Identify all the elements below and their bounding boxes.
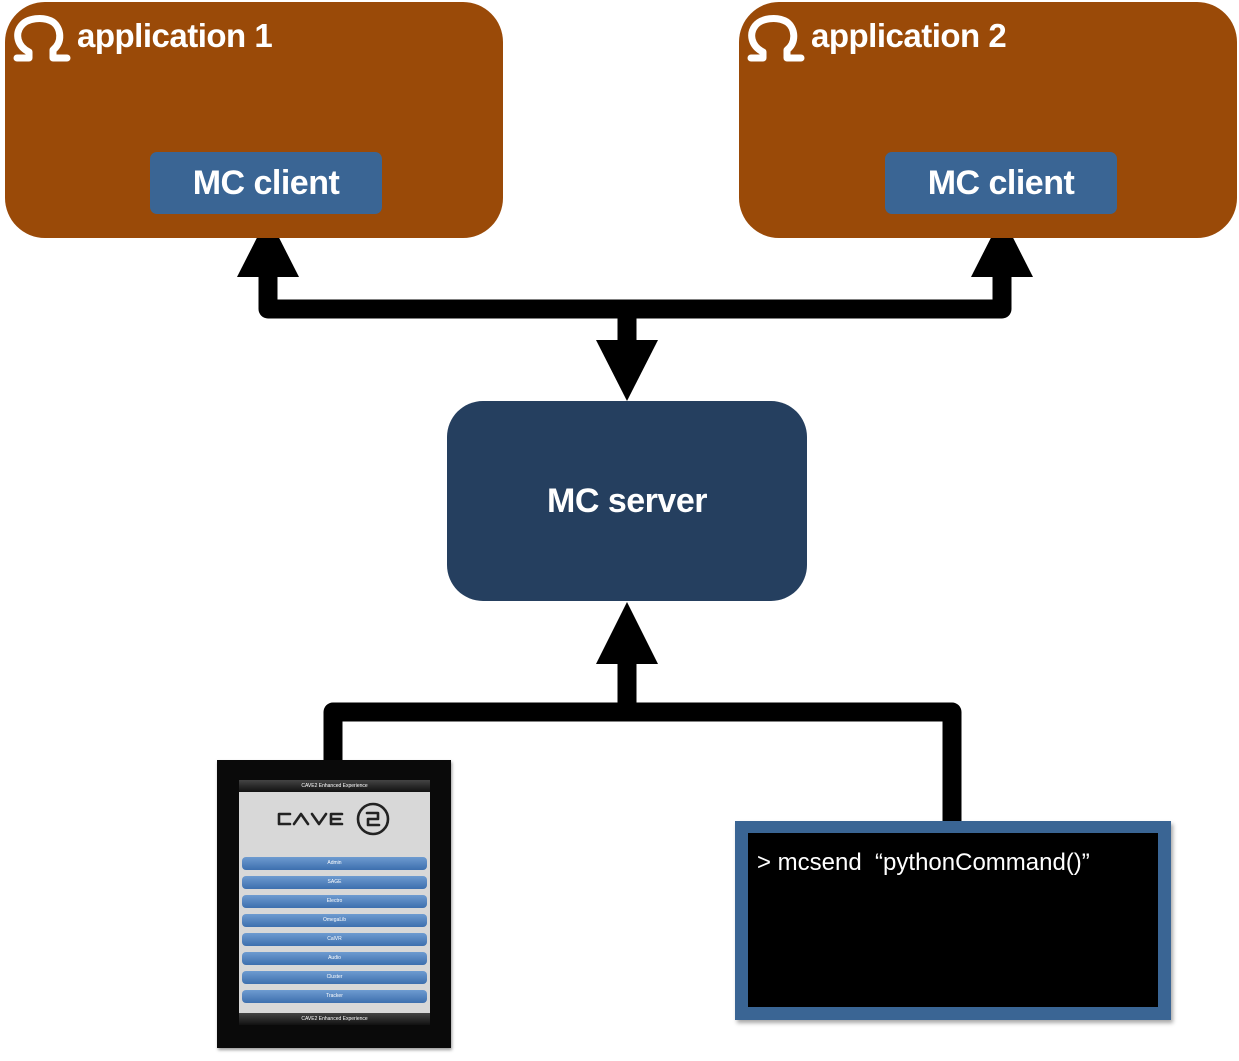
omega-icon bbox=[747, 15, 805, 62]
application-1-box: application 1 MC client bbox=[5, 2, 503, 238]
tablet-menu-button[interactable]: Admin bbox=[242, 857, 427, 870]
application-2-title: application 2 bbox=[743, 8, 1007, 64]
tablet-menu-button[interactable]: Audio bbox=[242, 952, 427, 965]
application-1-label: application 1 bbox=[77, 17, 273, 54]
tablet-menu-button[interactable]: CalVR bbox=[242, 933, 427, 946]
mc-client-2: MC client bbox=[885, 152, 1117, 214]
terminal-window: > mcsend “pythonCommand()” bbox=[735, 821, 1171, 1020]
connector-bottom-bus bbox=[323, 702, 962, 822]
tablet-header: CAVE2 Enhanced Experience bbox=[239, 780, 430, 792]
mc-server: MC server bbox=[447, 401, 807, 601]
arrow-to-server-bottom bbox=[596, 602, 658, 664]
tablet-menu-button[interactable]: Cluster bbox=[242, 971, 427, 984]
application-2-box: application 2 MC client bbox=[739, 2, 1237, 238]
arrow-to-client-1 bbox=[237, 216, 299, 277]
tablet-menu-button[interactable]: Tracker bbox=[242, 990, 427, 1003]
mc-client-1: MC client bbox=[150, 152, 382, 214]
connector-top-bus bbox=[258, 275, 1012, 319]
terminal-command: > mcsend “pythonCommand()” bbox=[757, 849, 1090, 876]
arrow-to-server-top bbox=[596, 340, 658, 401]
tablet-footer: CAVE2 Enhanced Experience bbox=[239, 1013, 430, 1025]
application-2-label: application 2 bbox=[811, 17, 1007, 54]
arrow-to-client-2 bbox=[971, 216, 1033, 277]
cave2-logo bbox=[277, 802, 390, 836]
omega-icon bbox=[13, 15, 71, 62]
terminal-screen: > mcsend “pythonCommand()” bbox=[748, 833, 1158, 1007]
tablet-menu-button[interactable]: Electro bbox=[242, 895, 427, 908]
tablet-menu-button[interactable]: OmegaLib bbox=[242, 914, 427, 927]
application-1-title: application 1 bbox=[9, 8, 273, 64]
tablet-menu-button[interactable]: SAGE bbox=[242, 876, 427, 889]
